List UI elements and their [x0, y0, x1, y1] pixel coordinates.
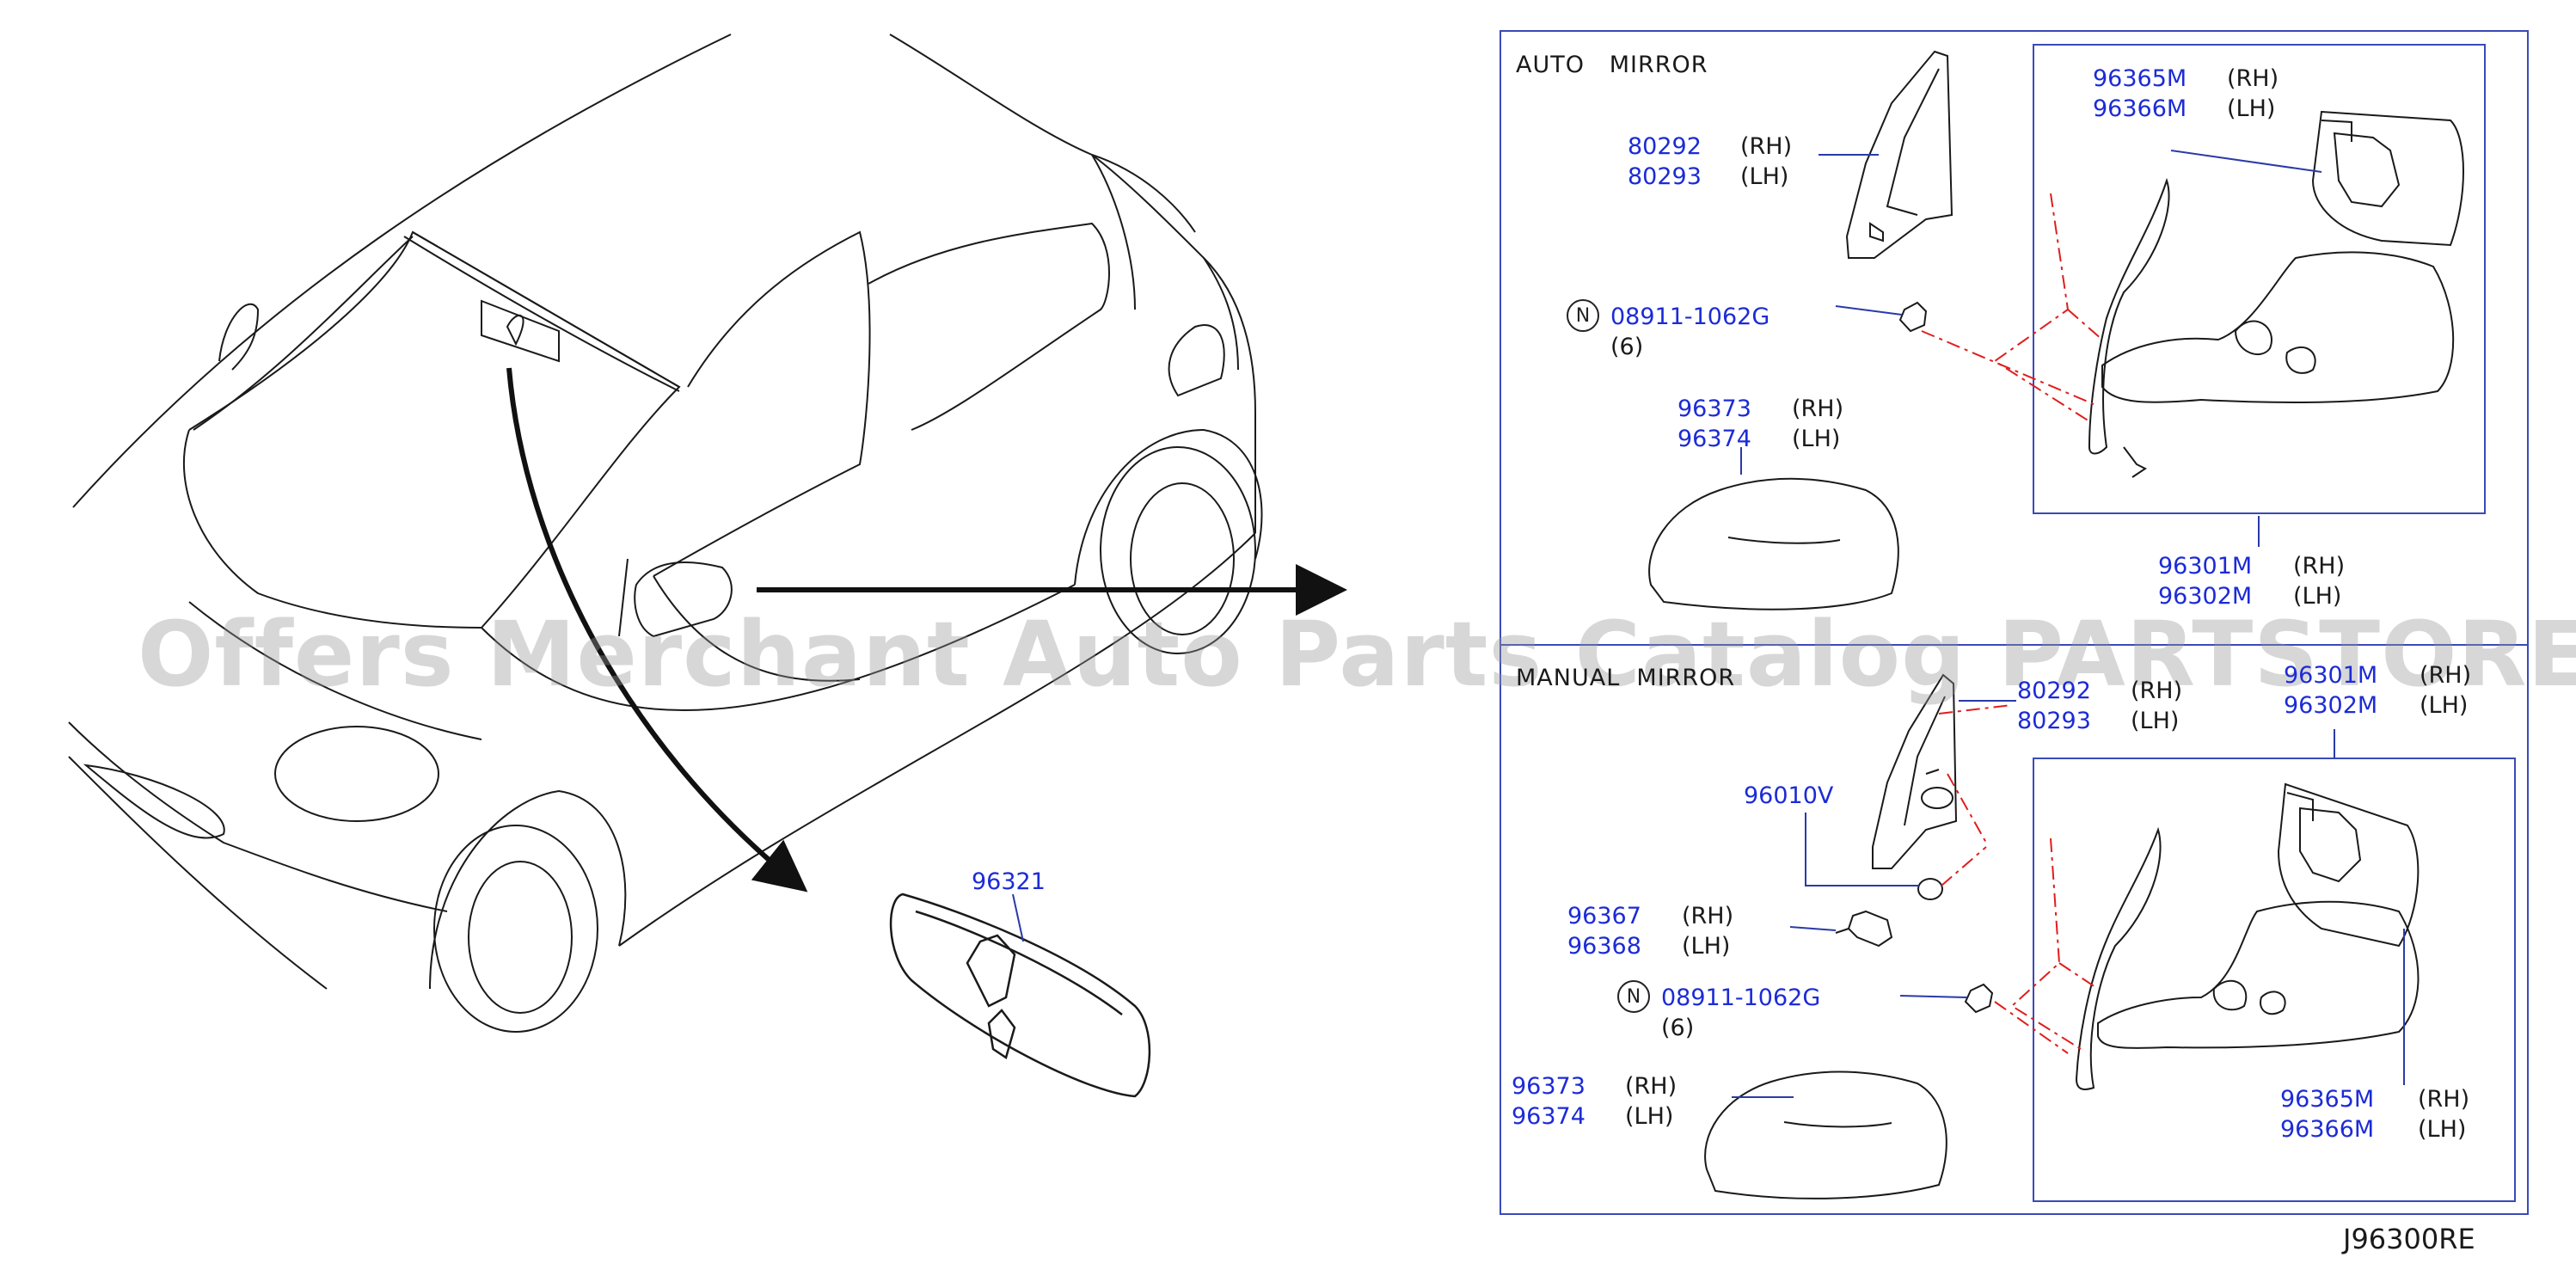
leader-96321 — [1012, 893, 1024, 942]
tag-rh: (RH) — [1740, 133, 1793, 160]
tag-lh: (LH) — [2420, 692, 2469, 719]
nut-symbol-n: N — [1567, 299, 1599, 332]
tag-lh: (LH) — [2227, 95, 2276, 122]
watermark: Offers Merchant Auto Parts Catalog PARTS… — [138, 602, 2576, 707]
part-80292-rh[interactable]: 80292 — [2017, 678, 2091, 704]
part-96302m-lh[interactable]: 96302M — [2158, 583, 2253, 610]
auto-mirror-subframe — [2033, 44, 2486, 514]
tag-lh: (LH) — [1740, 163, 1789, 190]
part-96010v[interactable]: 96010V — [1744, 782, 1834, 809]
part-96301m-rh[interactable]: 96301M — [2284, 662, 2378, 689]
tag-lh: (LH) — [2418, 1116, 2467, 1143]
nut-quantity: (6) — [1661, 1015, 1695, 1041]
tag-rh: (RH) — [2131, 678, 2183, 704]
part-08911-1062g[interactable]: 08911-1062G — [1610, 304, 1770, 330]
tag-lh: (LH) — [2293, 583, 2342, 610]
part-96301m-rh[interactable]: 96301M — [2158, 553, 2253, 580]
part-96366m-lh[interactable]: 96366M — [2093, 95, 2187, 122]
part-96374-lh[interactable]: 96374 — [1677, 426, 1751, 452]
arrow-to-interior-mirror — [506, 367, 808, 893]
part-96373-rh[interactable]: 96373 — [1677, 396, 1751, 422]
tag-rh: (RH) — [1682, 903, 1734, 929]
manual-mirror-subframe — [2033, 758, 2516, 1202]
part-80292-rh[interactable]: 80292 — [1628, 133, 1702, 160]
tag-lh: (LH) — [1682, 933, 1731, 960]
tag-lh: (LH) — [1625, 1103, 1674, 1130]
manual-mirror-parts — [1704, 673, 2420, 1199]
part-08911-1062g[interactable]: 08911-1062G — [1661, 985, 1821, 1011]
part-96367-rh[interactable]: 96367 — [1567, 903, 1641, 929]
part-96365m-rh[interactable]: 96365M — [2280, 1086, 2375, 1113]
tag-rh: (RH) — [1625, 1073, 1677, 1100]
auto-mirror-title: AUTO MIRROR — [1516, 52, 1708, 78]
diagram-code: J96300RE — [2343, 1223, 2475, 1255]
interior-mirror-drawing — [889, 893, 1151, 1098]
part-96368-lh[interactable]: 96368 — [1567, 933, 1641, 960]
part-80293-lh[interactable]: 80293 — [2017, 708, 2091, 734]
car-illustration — [68, 34, 1263, 1033]
part-96366m-lh[interactable]: 96366M — [2280, 1116, 2375, 1143]
tag-lh: (LH) — [2131, 708, 2180, 734]
nut-quantity: (6) — [1610, 334, 1644, 360]
part-96321[interactable]: 96321 — [972, 868, 1046, 895]
part-80293-lh[interactable]: 80293 — [1628, 163, 1702, 190]
tag-rh: (RH) — [2418, 1086, 2470, 1113]
part-96302m-lh[interactable]: 96302M — [2284, 692, 2378, 719]
part-96373-rh[interactable]: 96373 — [1512, 1073, 1585, 1100]
manual-mirror-leaders — [1732, 700, 2405, 1098]
auto-mirror-parts — [1648, 50, 2464, 610]
tag-rh: (RH) — [1792, 396, 1844, 422]
tag-rh: (RH) — [2293, 553, 2346, 580]
tag-rh: (RH) — [2227, 65, 2279, 92]
auto-mirror-leaders — [1740, 150, 2322, 547]
nut-symbol-n: N — [1617, 980, 1650, 1013]
outer-frame — [1500, 30, 2529, 1215]
part-96365m-rh[interactable]: 96365M — [2093, 65, 2187, 92]
tag-lh: (LH) — [1792, 426, 1841, 452]
manual-mirror-dash-lines — [1938, 704, 2099, 1054]
tag-rh: (RH) — [2420, 662, 2472, 689]
auto-mirror-dash-lines — [1921, 193, 2103, 422]
part-96374-lh[interactable]: 96374 — [1512, 1103, 1585, 1130]
manual-mirror-title: MANUAL MIRROR — [1516, 665, 1736, 691]
